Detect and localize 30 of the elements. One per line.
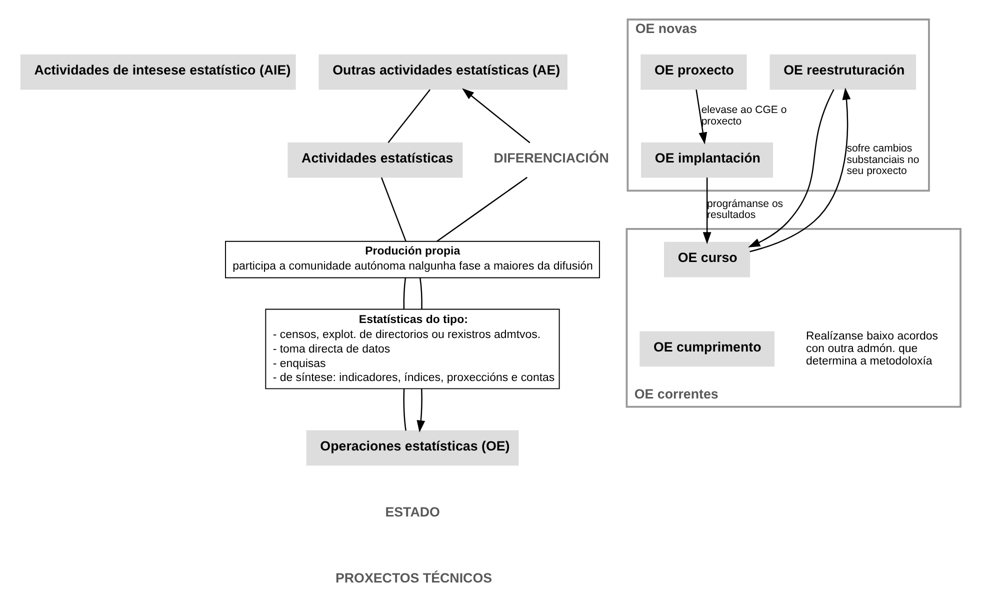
arrow [462,88,530,144]
node-box: OE proxecto [640,54,747,90]
edge-label: prográmanse os resultados [707,198,784,222]
node-box: Actividades estatísticas [288,142,463,178]
connector [403,278,406,310]
arrow [696,90,708,144]
connector [419,278,422,310]
node-box: OE implantación [641,142,774,178]
node-box: Operaciones estatísticas (OE) [306,430,519,466]
node-box: OE cumprimento [640,331,774,367]
node-label: Realízanse baixo acordos con outra admón. que determina a metodoloxía [806,330,938,368]
edge-label: elevase ao CGE o proxecto [701,104,787,128]
label: ESTADO [385,504,440,520]
arrow [702,178,712,244]
node-text: DIFERENCIACIÓN [494,150,609,166]
edge-label: sofre cambios substanciais no seu proxecto [846,142,920,178]
arrow [750,88,851,252]
node-box: OE curso [664,242,750,278]
connector [380,177,406,242]
connector [436,176,528,242]
arrow [748,89,834,248]
arrow [416,388,426,432]
node-box: OE reestruturación [770,54,916,90]
connector [388,89,430,143]
node-box: Outras actividades estatísticas (AE) [318,54,568,90]
node-box: Produción propia participa a comunidade autónoma nalgunha fase a maiores da difusión [225,240,600,278]
connector [403,388,406,431]
node-box: Estatísticas do tipo: - censos, explot. de directorios ou rexistros admtvos. - toma directa de datos - enquisas - de síntese: indicadores, índices, proxeccións e contas [265,308,560,390]
label: PROXECTOS TÉCNICOS [335,570,492,586]
node-box: Actividades de intesese estatístico (AIE) [20,54,296,90]
